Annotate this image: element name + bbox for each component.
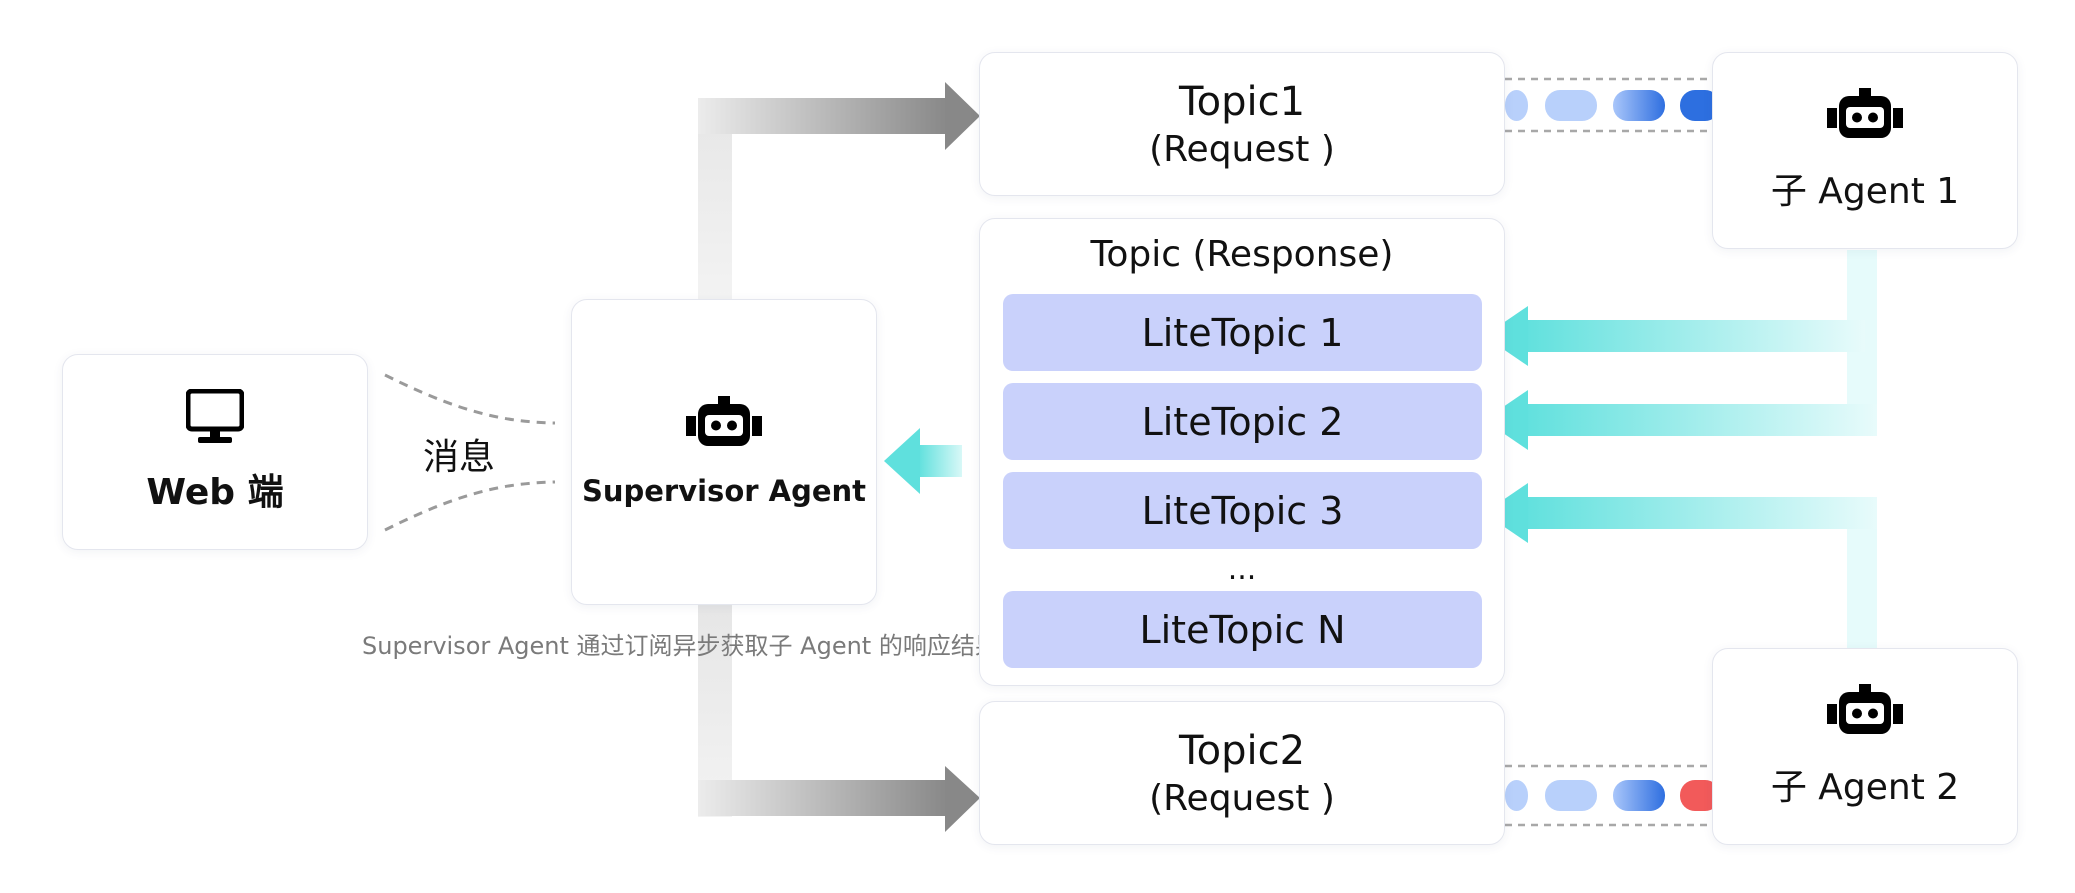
robot-icon [1827, 683, 1903, 734]
topic2-title: Topic2 [1178, 727, 1306, 774]
arrow-to-litetopic2 [1484, 390, 1877, 450]
message-line-bottom [384, 480, 556, 532]
litetopic-n: LiteTopic N [1003, 591, 1482, 668]
sub-agent-2-node: 子 Agent 2 [1712, 648, 2018, 845]
caption-text: Supervisor Agent 通过订阅异步获取子 Agent 的响应结果 [362, 632, 999, 660]
request-arrow-topic1 [698, 82, 980, 300]
topic1-title: Topic1 [1178, 78, 1306, 125]
litetopic-ellipsis: ... [1227, 552, 1257, 587]
supervisor-agent-node: Supervisor Agent [571, 299, 877, 605]
supervisor-label: Supervisor Agent [581, 474, 867, 508]
sub-agent-2-label: 子 Agent 2 [1770, 766, 1960, 808]
litetopic-3: LiteTopic 3 [1003, 472, 1482, 549]
response-arrow-supervisor [884, 428, 962, 494]
topic1-subtitle: (Request ) [1149, 128, 1335, 170]
sub-agent-1-label: 子 Agent 1 [1770, 170, 1960, 212]
sub-agent-1-node: 子 Agent 1 [1712, 52, 2018, 249]
topic2-channel [1505, 764, 1720, 827]
arrow-to-litetopic1 [1484, 306, 1865, 366]
topic1-request-box: Topic1 (Request ) [979, 52, 1505, 196]
robot-icon [1827, 87, 1903, 138]
topic-response-title: Topic (Response) [1090, 234, 1394, 275]
topic2-subtitle: (Request ) [1149, 777, 1335, 819]
topic1-channel [1505, 77, 1720, 133]
arrow-to-litetopic3 [1484, 483, 1877, 543]
web-label: Web 端 [146, 472, 284, 513]
litetopic-1: LiteTopic 1 [1003, 294, 1482, 371]
monitor-icon [186, 389, 244, 443]
message-label: 消息 [423, 437, 496, 478]
request-arrow-topic2 [698, 605, 980, 832]
robot-icon [686, 396, 762, 446]
web-node: Web 端 [62, 354, 368, 550]
message-line-top [384, 373, 556, 425]
litetopic-2: LiteTopic 2 [1003, 383, 1482, 460]
topic2-request-box: Topic2 (Request ) [979, 701, 1505, 845]
